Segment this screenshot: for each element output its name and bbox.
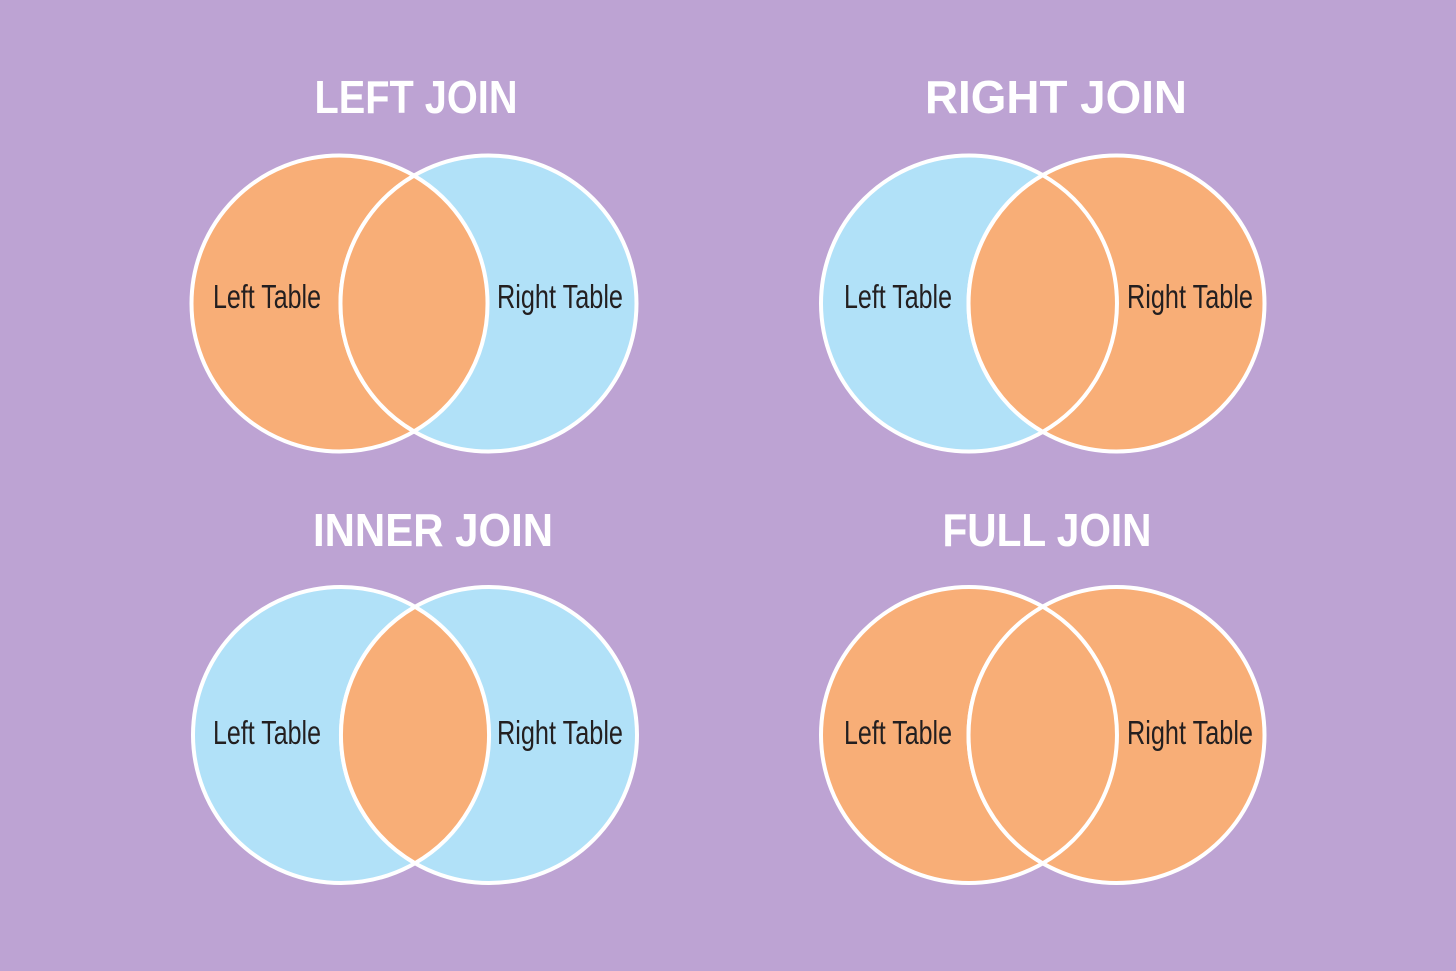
left-table-label: Left Table: [844, 714, 952, 751]
left-table-label: Left Table: [213, 278, 321, 315]
overlap-region: [966, 172, 1119, 435]
diagram-title: LEFT JOIN: [315, 71, 518, 123]
overlap-region: [966, 604, 1119, 866]
right-table-label: Right Table: [497, 714, 623, 751]
left-table-label: Left Table: [213, 714, 321, 751]
left-table-label: Left Table: [844, 278, 952, 315]
right-table-label: Right Table: [1127, 278, 1253, 315]
venn-inner-join: INNER JOIN Left Table Right Table: [191, 504, 639, 885]
diagram-title: RIGHT JOIN: [925, 71, 1187, 123]
venn-left-join: LEFT JOIN Left Table Right Table: [189, 71, 639, 454]
venn-right-join: RIGHT JOIN Left Table Right Table: [819, 71, 1267, 454]
overlap-region: [338, 173, 490, 434]
overlap-region: [339, 604, 491, 866]
diagram-title: INNER JOIN: [313, 504, 553, 556]
diagram-title: FULL JOIN: [943, 504, 1152, 556]
venn-full-join: FULL JOIN Left Table Right Table: [819, 504, 1267, 885]
right-table-label: Right Table: [497, 278, 623, 315]
right-table-label: Right Table: [1127, 714, 1253, 751]
